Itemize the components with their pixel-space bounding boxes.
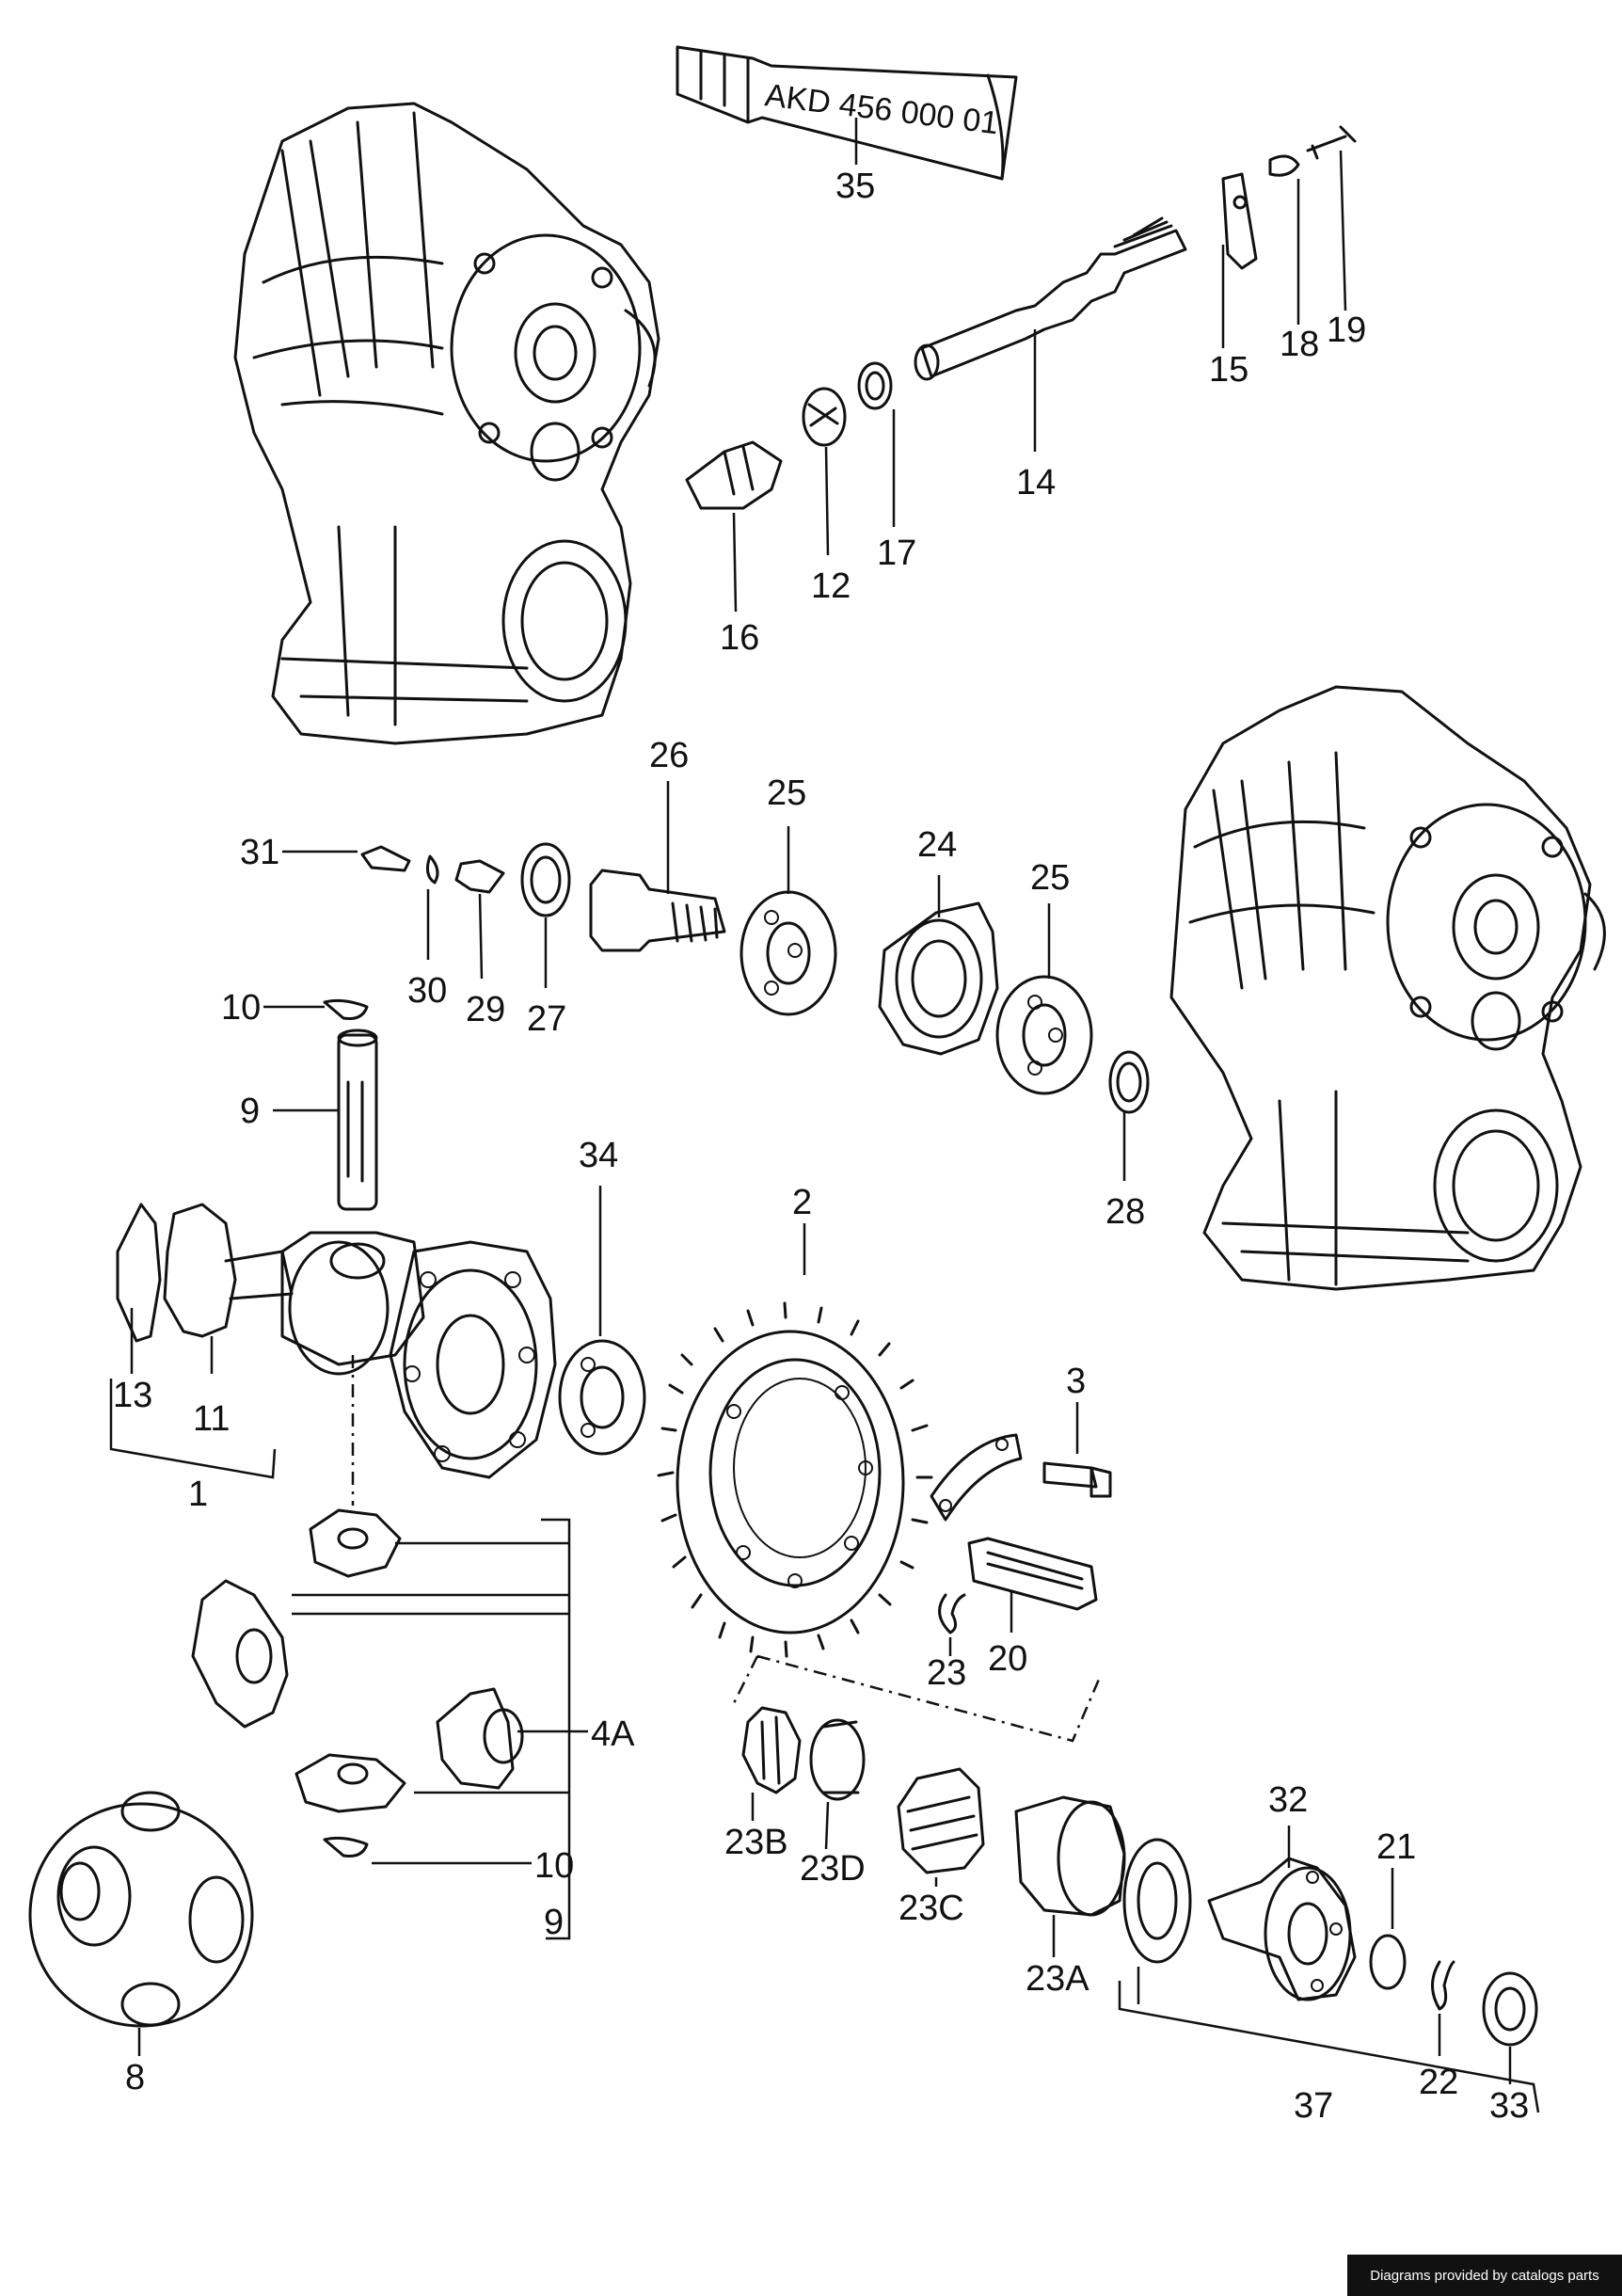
callout-24: 24 — [917, 825, 957, 865]
callout-1: 1 — [188, 1475, 208, 1514]
callout-25-left: 25 — [767, 773, 806, 813]
callout-23B: 23B — [724, 1823, 788, 1862]
sealant-tube: AKD 456 000 01 — [676, 45, 1018, 181]
callout-17: 17 — [877, 534, 916, 573]
callout-25-right: 25 — [1030, 858, 1070, 898]
gearbox-housing-right — [1169, 685, 1606, 1291]
callout-11: 11 — [193, 1399, 230, 1439]
callout-31: 31 — [240, 833, 279, 872]
callout-32: 32 — [1268, 1780, 1308, 1820]
callout-15: 15 — [1209, 350, 1248, 390]
callout-27: 27 — [527, 999, 566, 1039]
callout-10-top: 10 — [221, 988, 261, 1028]
callout-23D: 23D — [800, 1849, 866, 1889]
callout-18: 18 — [1280, 325, 1319, 364]
callout-23: 23 — [927, 1653, 966, 1693]
callout-35: 35 — [835, 167, 875, 206]
speedo-shaft-assembly — [685, 125, 1357, 510]
callout-22: 22 — [1419, 2063, 1458, 2102]
callout-10-bottom: 10 — [534, 1846, 574, 1886]
callout-16: 16 — [720, 618, 759, 658]
callout-26: 26 — [649, 736, 689, 775]
callout-12: 12 — [811, 566, 851, 606]
callout-23C: 23C — [898, 1889, 964, 1928]
callout-21: 21 — [1376, 1827, 1416, 1867]
callout-23A: 23A — [1026, 1959, 1089, 1999]
callout-9-top: 9 — [240, 1092, 260, 1131]
callout-8: 8 — [125, 2058, 145, 2097]
gearbox-housing-top — [233, 102, 660, 745]
callout-33: 33 — [1489, 2086, 1529, 2126]
crown-wheel-assembly — [657, 1301, 1112, 1658]
callout-13: 13 — [113, 1376, 152, 1415]
callout-30: 30 — [407, 971, 447, 1011]
callout-19: 19 — [1327, 311, 1366, 350]
callout-29: 29 — [466, 990, 505, 1029]
callout-20: 20 — [988, 1639, 1027, 1679]
differential-assembly — [116, 998, 646, 1479]
callout-4A: 4A — [591, 1714, 635, 1754]
tube-part-number-text: AKD 456 000 01 — [763, 77, 1000, 141]
drive-flange-row — [741, 1706, 1538, 2047]
callout-37: 37 — [1294, 2086, 1333, 2126]
callout-34: 34 — [579, 1136, 618, 1175]
differential-gears — [28, 1508, 524, 2028]
callout-14: 14 — [1016, 463, 1056, 502]
callout-2: 2 — [792, 1183, 812, 1222]
callout-3: 3 — [1066, 1362, 1086, 1401]
callout-labels: 35 19 18 15 14 17 12 16 26 25 24 25 31 3… — [113, 167, 1529, 2126]
leader-lines — [109, 118, 1540, 2113]
output-shaft-row — [360, 842, 1150, 1114]
credit-banner: Diagrams provided by catalogs parts — [1347, 2255, 1622, 2296]
callout-9-bottom: 9 — [544, 1903, 564, 1942]
callout-28: 28 — [1105, 1192, 1145, 1232]
